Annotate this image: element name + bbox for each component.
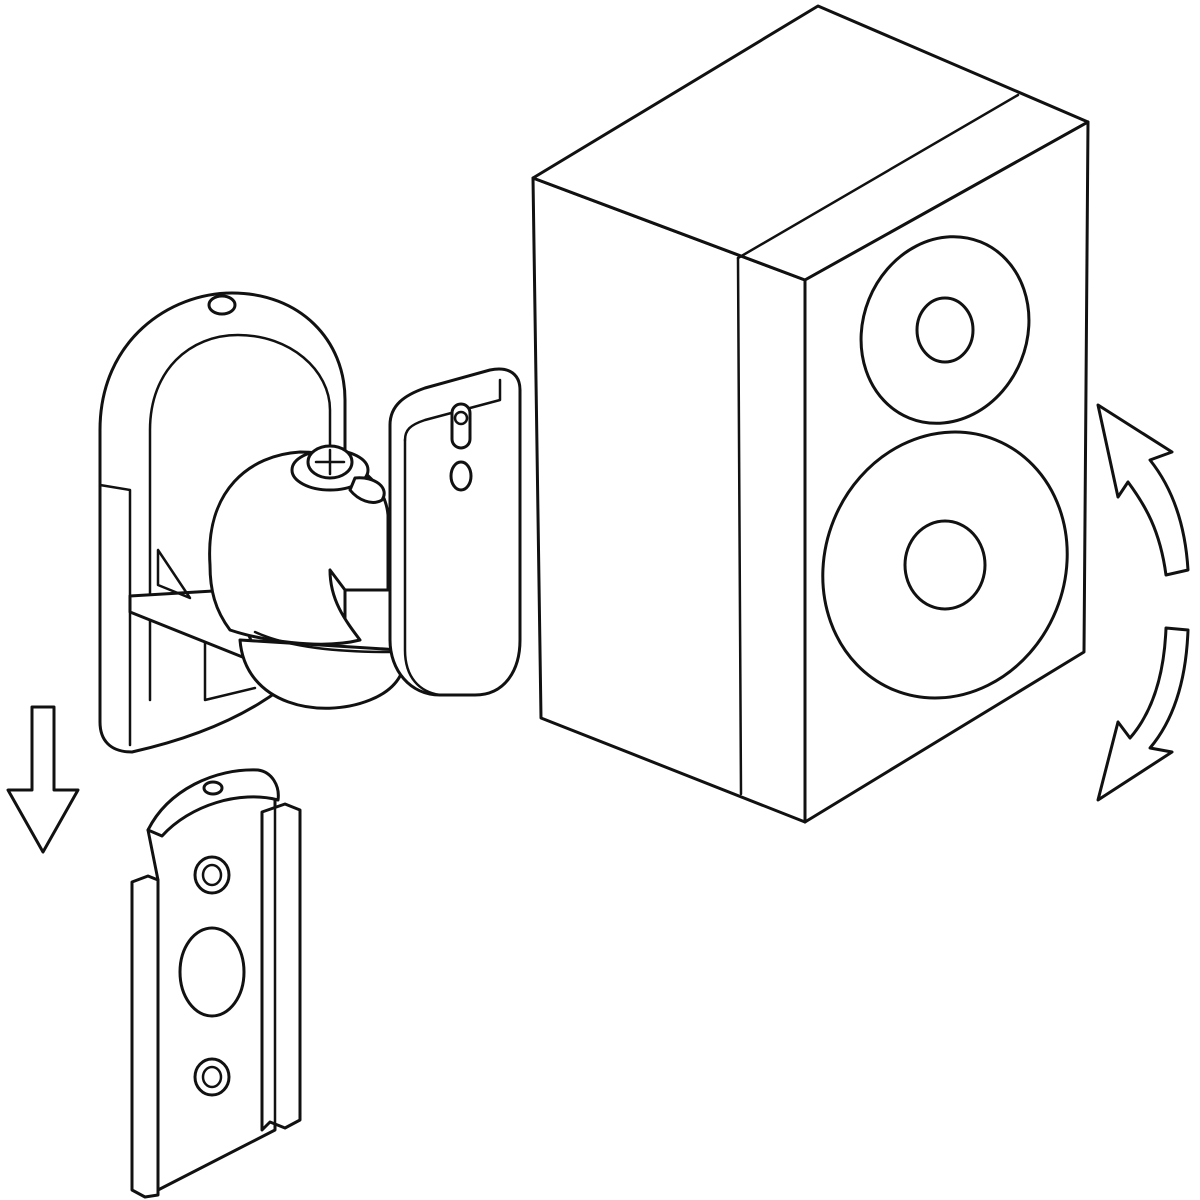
detach-arrow-shape: [6, 705, 80, 854]
arrow-down-icon: [6, 705, 80, 854]
speaker-grille-band-top: [736, 93, 1020, 260]
mount-plate-side: [403, 438, 442, 697]
wall-plate-left-rail: [130, 874, 160, 1199]
bracket-wedge: [156, 548, 192, 600]
rotation-arrow-down: [1096, 626, 1190, 802]
wall-plate-upper-screw: [193, 855, 231, 895]
wall-plate-lower-screw: [193, 1057, 231, 1097]
wall-plate-top-cap: [146, 768, 280, 838]
ball-joint-sphere: [208, 450, 390, 646]
speaker-wall-mount-icon: [98, 291, 522, 754]
wall-plate-upper-screw-head: [201, 863, 223, 887]
bracket-triangle-cutout: [203, 641, 257, 702]
arch-top-screw: [207, 294, 237, 316]
mount-plate-edge: [403, 378, 502, 442]
bracket-arch-inner: [148, 333, 332, 702]
woofer-cone: [903, 519, 987, 611]
mounting-plate-icon: [130, 768, 302, 1199]
tweeter-dome: [915, 296, 975, 364]
ball-joint-seam: [253, 630, 392, 654]
speaker-grille-band-side: [736, 256, 743, 796]
speaker-mount-plate: [388, 367, 522, 697]
rotation-arrow-up: [1096, 403, 1190, 577]
bracket-arch-front-edge: [98, 483, 132, 747]
wall-plate-right-rail: [260, 802, 302, 1132]
wall-plate-cap-notch: [202, 780, 224, 796]
tilt-knob-slot: [314, 448, 346, 476]
wall-plate-lower-screw-head: [201, 1065, 223, 1089]
bookshelf-speaker-icon: [531, 4, 1090, 824]
speaker-side-panel: [531, 176, 807, 824]
wall-plate-center-hole: [178, 926, 246, 1018]
mount-plate-hole: [449, 460, 473, 492]
rotate-arrows-icon: [1096, 403, 1190, 802]
tilt-knob-tab: [348, 476, 386, 504]
mount-plate-slot: [450, 402, 472, 450]
mount-plate-slot-screw: [453, 410, 469, 426]
